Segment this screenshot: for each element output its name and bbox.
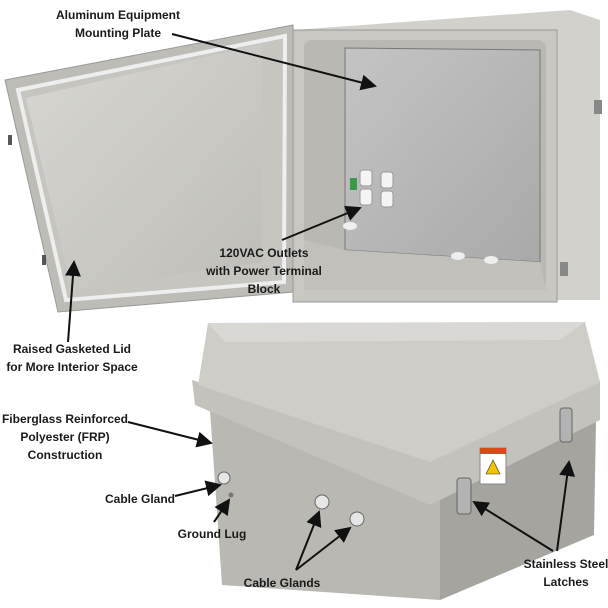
callout-text: Raised Gasketed Lid bbox=[12, 342, 132, 356]
callout-frp: Fiberglass Reinforced Polyester (FRP) Co… bbox=[2, 410, 128, 464]
callout-text: Polyester (FRP) bbox=[20, 430, 110, 444]
callout-arrows bbox=[64, 33, 576, 571]
cable-gland bbox=[314, 494, 330, 510]
arrow-mounting-plate bbox=[171, 33, 377, 91]
callout-text: Fiberglass Reinforced bbox=[1, 412, 129, 426]
outlets bbox=[350, 169, 394, 208]
cable-gland bbox=[349, 511, 365, 527]
callout-mounting-plate: Aluminum Equipment Mounting Plate bbox=[56, 6, 180, 42]
open-lid bbox=[4, 24, 294, 313]
arrow-cable-glands-2 bbox=[295, 526, 352, 571]
callout-text: 120VAC Outlets bbox=[219, 246, 309, 260]
callout-raised-lid: Raised Gasketed Lid for More Interior Sp… bbox=[6, 340, 137, 376]
callout-text: Latches bbox=[543, 575, 589, 589]
arrow-raised-lid bbox=[64, 260, 81, 343]
callout-text: Aluminum Equipment bbox=[56, 8, 180, 22]
callout-text: with Power Terminal bbox=[206, 264, 322, 278]
callout-text: Mounting Plate bbox=[75, 26, 161, 40]
callout-cable-gland: Cable Gland bbox=[105, 490, 175, 508]
arrow-frp bbox=[127, 421, 213, 448]
callout-ground-lug: Ground Lug bbox=[178, 525, 247, 543]
callout-text: for More Interior Space bbox=[6, 360, 138, 374]
callout-text: Block bbox=[247, 282, 281, 296]
latch-icon bbox=[560, 262, 568, 276]
arrow-ground-lug bbox=[213, 498, 231, 523]
arrow-cable-gland bbox=[174, 480, 222, 497]
arrow-cable-glands-1 bbox=[295, 510, 322, 571]
callout-text: Construction bbox=[27, 448, 103, 462]
hinge-icon bbox=[8, 135, 12, 145]
knockout-icon bbox=[451, 252, 465, 260]
callout-text: Stainless Steel bbox=[523, 557, 608, 571]
latch-icon bbox=[559, 407, 573, 443]
callout-text: Cable Gland bbox=[104, 492, 176, 506]
latch-icon bbox=[594, 100, 602, 114]
callout-outlets: 120VAC Outlets with Power Terminal Block bbox=[206, 244, 322, 298]
callout-text: Ground Lug bbox=[177, 527, 247, 541]
knockout-icon bbox=[484, 256, 498, 264]
arrow-latch-1 bbox=[472, 500, 554, 552]
callout-text: Cable Glands bbox=[243, 576, 321, 590]
hinge-icon bbox=[42, 255, 46, 265]
cable-gland bbox=[217, 471, 231, 485]
ground-lug bbox=[228, 492, 234, 498]
latch-icon bbox=[456, 477, 472, 515]
knockout-icon bbox=[343, 222, 357, 230]
mounting-plate bbox=[344, 47, 541, 263]
arrow-latch-2 bbox=[556, 460, 576, 552]
callout-cable-glands: Cable Glands bbox=[244, 574, 321, 592]
open-enclosure-body bbox=[292, 10, 602, 303]
terminal-block bbox=[350, 178, 357, 190]
closed-enclosure bbox=[192, 322, 600, 600]
arrow-outlets bbox=[281, 205, 362, 241]
callout-latches: Stainless Steel Latches bbox=[524, 555, 608, 591]
